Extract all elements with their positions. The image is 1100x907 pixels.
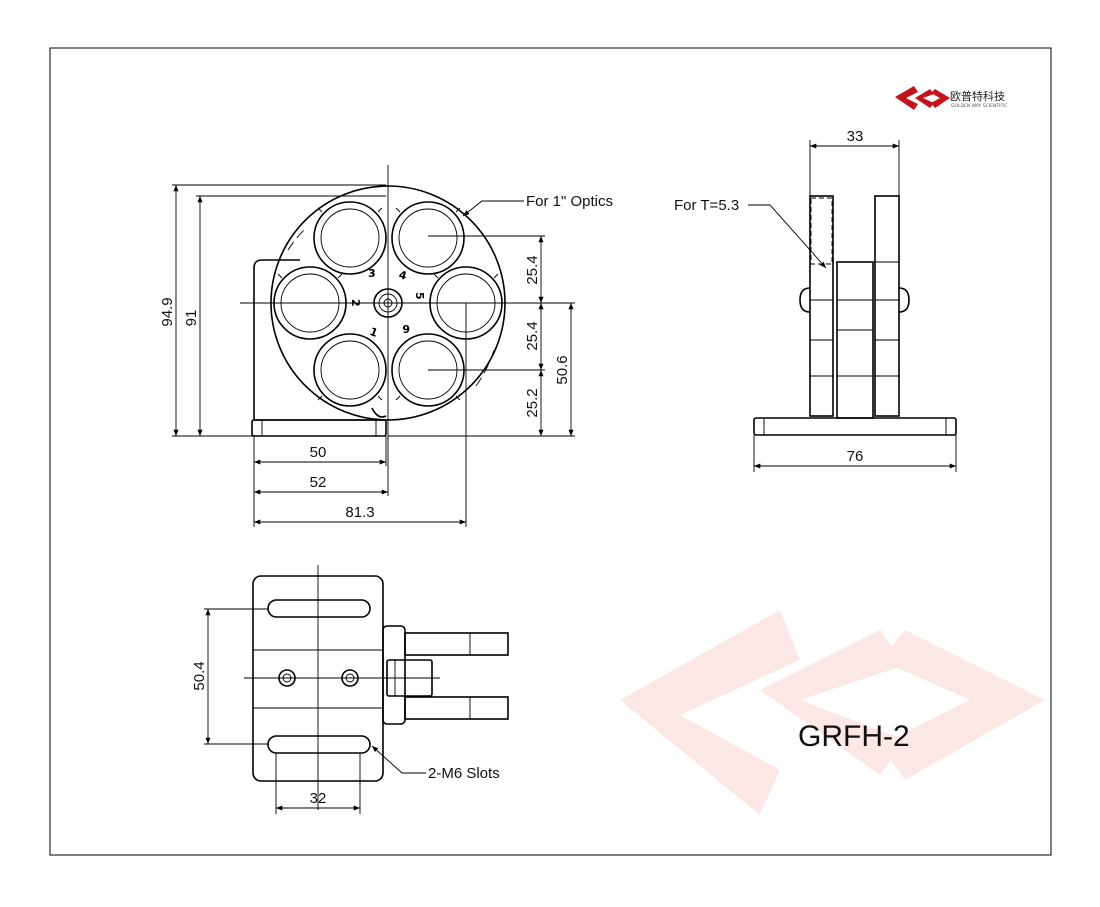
dim-50-4: 50.4 (191, 661, 208, 690)
front-view: 1 2 3 4 5 6 94.9 91 25.4 25.4 (159, 165, 613, 527)
mounting-slot (267, 599, 371, 618)
dim-50-6: 50.6 (554, 355, 571, 384)
watermark-logo (620, 610, 1045, 815)
position-number: 1 (368, 325, 380, 340)
position-number: 4 (397, 268, 408, 283)
model-number: GRFH-2 (798, 720, 910, 753)
callout-slots: 2-M6 Slots (428, 765, 500, 782)
dim-81-3: 81.3 (345, 504, 374, 521)
dim-32: 32 (310, 790, 327, 807)
mounting-slot (267, 735, 371, 754)
dim-25-4-top: 25.4 (524, 255, 541, 284)
callout-thickness: For T=5.3 (674, 197, 739, 214)
dim-25-4-mid: 25.4 (524, 321, 541, 350)
position-number: 5 (413, 292, 426, 300)
dim-76: 76 (847, 448, 864, 465)
brand-name-cn: 欧普特科技 (950, 89, 1005, 103)
position-number: 6 (402, 322, 410, 335)
bottom-view: 50.4 32 2-M6 Slots (191, 565, 509, 814)
dim-52: 52 (310, 474, 327, 491)
brand-logo: 欧普特科技 GOLDEN WAY SCIENTIFIC (895, 86, 1007, 110)
brand-logo-icon (895, 86, 950, 110)
dim-33: 33 (847, 128, 864, 145)
dim-25-2: 25.2 (524, 388, 541, 417)
dim-94-9: 94.9 (159, 297, 176, 326)
side-view: 33 76 For T=5.3 (674, 128, 957, 472)
dim-91: 91 (183, 310, 200, 327)
callout-optics: For 1" Optics (526, 193, 613, 210)
position-number: 3 (368, 267, 376, 280)
dim-50: 50 (310, 444, 327, 461)
brand-name-en: GOLDEN WAY SCIENTIFIC (951, 103, 1007, 109)
drawing-frame (49, 47, 1052, 856)
